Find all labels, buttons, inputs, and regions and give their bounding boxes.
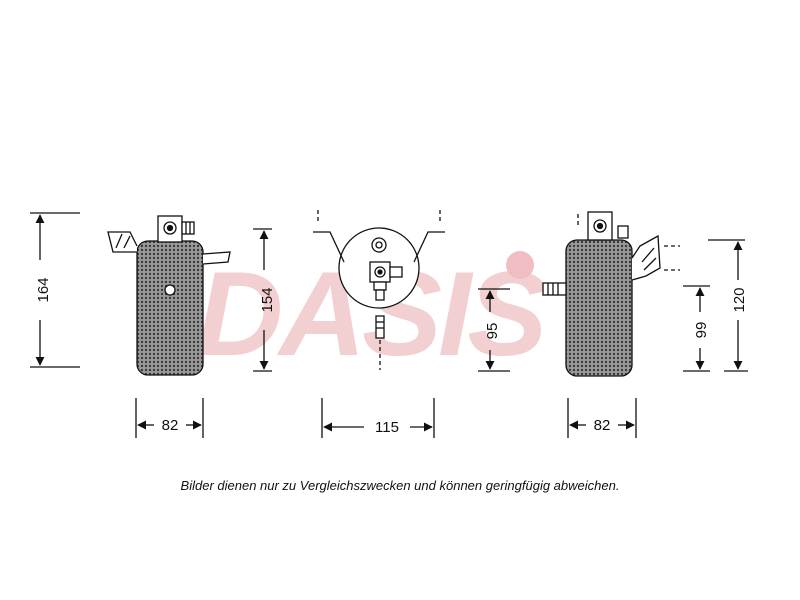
disclaimer-caption: Bilder dienen nur zu Vergleichszwecken u… — [180, 478, 620, 493]
right-side-fitting — [542, 282, 567, 296]
left-dryer-body — [136, 240, 204, 376]
center-dryer-view — [313, 210, 445, 438]
left-dryer-view — [30, 212, 272, 438]
right-dryer-view — [542, 211, 748, 438]
dim-left-height: 164 — [35, 277, 52, 302]
right-dryer-body — [565, 239, 633, 377]
dim-center-height: 95 — [484, 323, 501, 340]
dim-center-width: 115 — [375, 419, 399, 436]
dim-left-width: 82 — [162, 417, 179, 434]
dim-right-height-a: 99 — [693, 322, 710, 339]
dim-left-body-height: 154 — [259, 287, 276, 312]
left-bracket — [107, 231, 138, 253]
dim-right-height-b: 120 — [731, 287, 748, 312]
watermark-dot — [506, 251, 534, 279]
dim-right-width: 82 — [594, 417, 611, 434]
left-side-port — [164, 284, 176, 296]
dim-95-lines — [478, 288, 510, 372]
